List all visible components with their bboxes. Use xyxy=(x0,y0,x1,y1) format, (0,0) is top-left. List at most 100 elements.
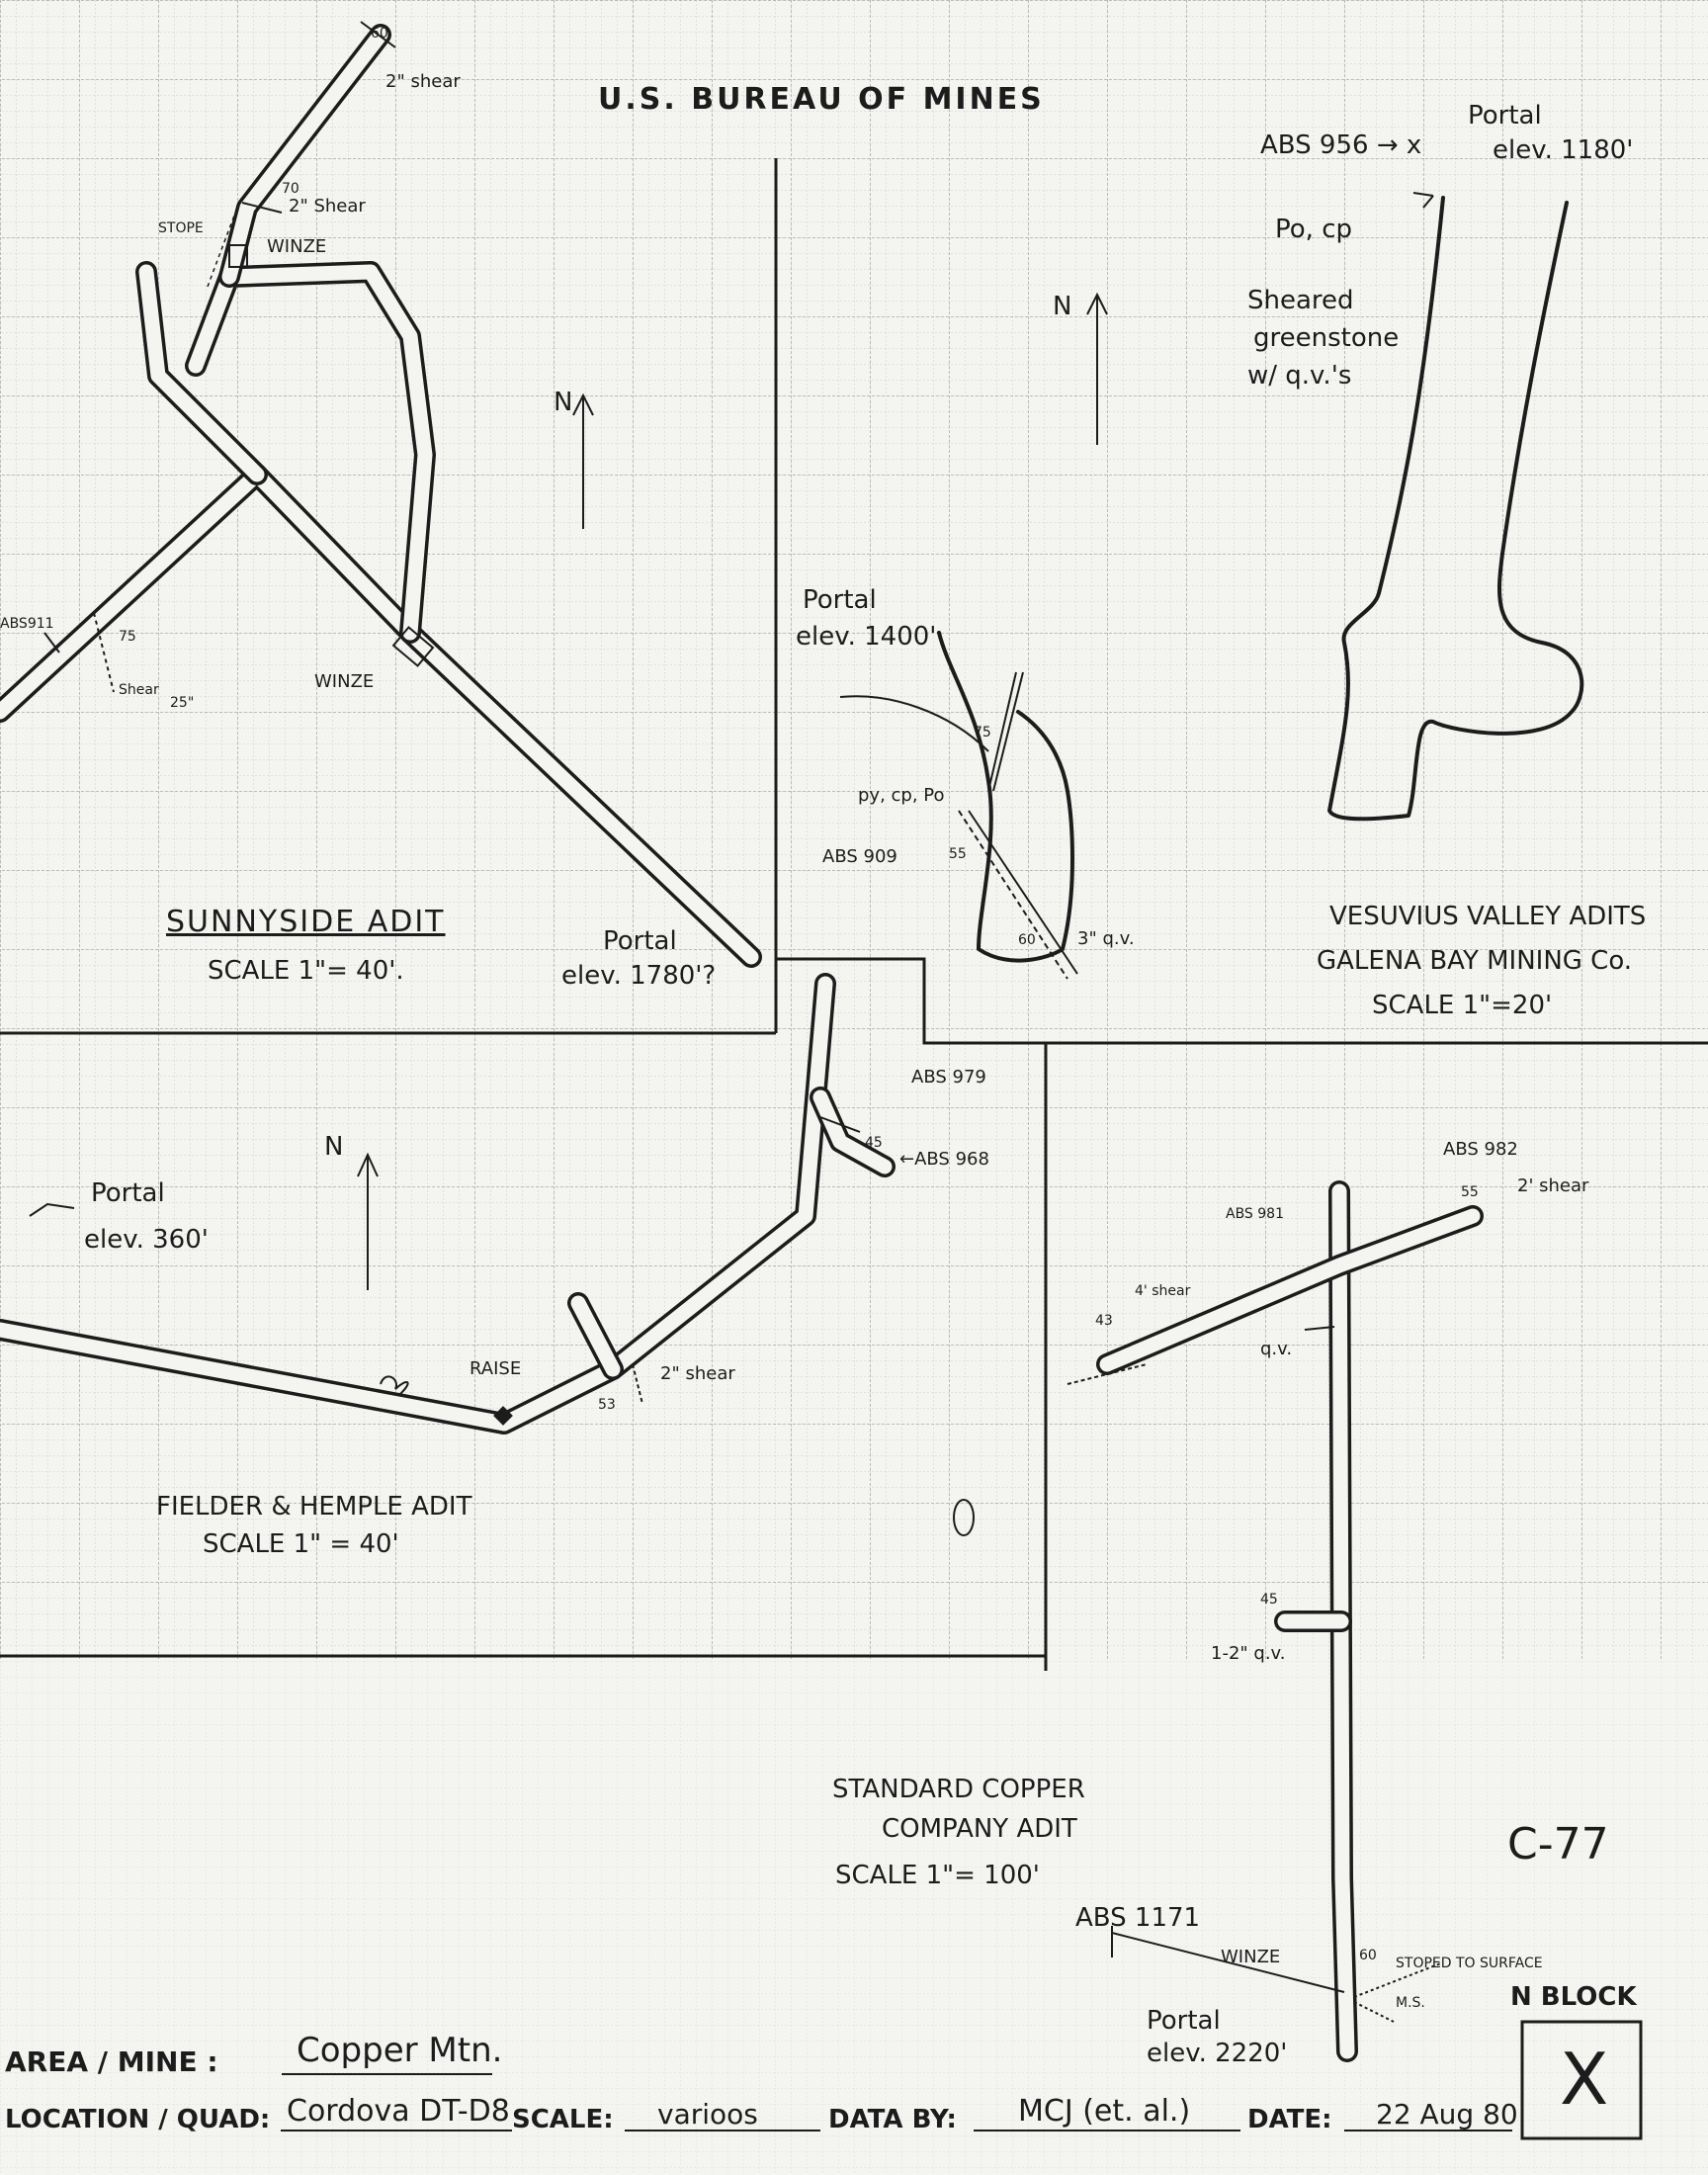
portal-label: Portal xyxy=(91,1178,165,1208)
abs-label: ABS 982 xyxy=(1443,1139,1518,1160)
portal-elevation: elev. 1180' xyxy=(1493,135,1633,165)
vesuvius-valley-map: N Portal elev. 1180' ABS 956 → x Po, cp … xyxy=(796,101,1646,1020)
dip-label: 53 xyxy=(598,1397,616,1413)
stope-line xyxy=(207,207,238,288)
vein-line xyxy=(958,810,1068,980)
scale-value: varioos xyxy=(657,2098,758,2131)
shear-label: 4' shear xyxy=(1135,1283,1191,1299)
north-label: N xyxy=(1053,292,1071,321)
portal-elevation: elev. 1780'? xyxy=(561,961,716,991)
tunnel-north-west-inner xyxy=(138,264,265,482)
shear-line xyxy=(93,612,115,693)
date-label: DATE: xyxy=(1247,2105,1332,2134)
map-scale: SCALE 1"= 100' xyxy=(835,1861,1040,1890)
heart-mark xyxy=(380,1375,409,1395)
vein-arrow xyxy=(1304,1326,1335,1331)
north-arrow-head xyxy=(357,1152,379,1177)
abs-marker xyxy=(819,1116,861,1133)
tunnel-stub-inner xyxy=(570,1295,621,1377)
ms-line xyxy=(1353,2001,1395,2023)
shear-label: 2" shear xyxy=(385,71,461,92)
tunnel-branch-b xyxy=(839,695,989,752)
ms-label: M.S. xyxy=(1396,1995,1425,2011)
north-arrow-head xyxy=(1086,292,1108,315)
area-value: Copper Mtn. xyxy=(297,2031,502,2070)
abs-label: ABS 956 → x xyxy=(1260,130,1421,160)
stoped-line xyxy=(1353,1961,1444,1998)
portal-label: Portal xyxy=(1468,101,1542,130)
tunnel-north-inner xyxy=(221,27,388,285)
abs-label: ABS911 xyxy=(0,616,54,632)
map-scale: SCALE 1"=20' xyxy=(1372,991,1552,1020)
data-by-value: MCJ (et. al.) xyxy=(1018,2094,1190,2129)
map-company: GALENA BAY MINING Co. xyxy=(1317,946,1632,976)
shear-tick xyxy=(360,21,396,48)
stray-mark xyxy=(953,1499,975,1536)
shear-label: 2' shear xyxy=(1517,1175,1589,1196)
winze-label: WINZE xyxy=(267,236,326,257)
portal-elevation: elev. 2220' xyxy=(1147,2039,1287,2068)
winze-label: WINZE xyxy=(1221,1947,1280,1967)
agency-header: U.S. BUREAU OF MINES xyxy=(598,82,1045,117)
dip-label: 60 xyxy=(1018,932,1036,948)
map-title: FIELDER & HEMPLE ADIT xyxy=(156,1492,472,1522)
map-title: VESUVIUS VALLEY ADITS xyxy=(1329,902,1646,931)
abs-label: ABS 909 xyxy=(822,846,897,867)
panel-borders xyxy=(0,158,1708,1671)
map-scale: SCALE 1"= 40'. xyxy=(208,956,404,986)
portal-label: Portal xyxy=(603,926,677,956)
stoped-label: STOPED TO SURFACE xyxy=(1396,1956,1543,1971)
north-label: N xyxy=(554,388,572,417)
abs-label: ABS 979 xyxy=(911,1067,986,1088)
tunnel-cross-inner xyxy=(1099,1208,1481,1372)
tunnel-outline xyxy=(1327,196,1584,822)
shear-tick xyxy=(241,202,283,214)
portal-label: Portal xyxy=(803,585,877,615)
data-by-label: DATA BY: xyxy=(828,2105,957,2134)
vein-line xyxy=(992,671,1024,792)
vein-label: 1-2" q.v. xyxy=(1211,1643,1286,1664)
block-mark: X xyxy=(1560,2038,1608,2121)
tunnel-branch-inner xyxy=(812,1089,893,1174)
portal-elevation: elev. 1400' xyxy=(796,622,936,652)
stope-label: STOPE xyxy=(158,220,204,236)
border-line xyxy=(776,957,1708,1045)
raise-symbol xyxy=(493,1406,513,1426)
dip-label: 70 xyxy=(282,181,299,197)
shear-label: 2" Shear xyxy=(289,196,366,217)
dip-label: 55 xyxy=(949,846,967,862)
tunnel-main-inner xyxy=(0,467,759,965)
shear-label: 2" shear xyxy=(660,1363,735,1384)
map-scale: SCALE 1" = 40' xyxy=(203,1529,399,1559)
date-value: 22 Aug 80 xyxy=(1376,2098,1518,2131)
abs-label: ←ABS 968 xyxy=(899,1149,989,1170)
abs-label: ABS 1171 xyxy=(1075,1903,1200,1933)
sunnyside-adit-map: N 60 2" shear 70 2" Shear STOPE WINZE WI… xyxy=(0,21,762,991)
geology-label: Sheared xyxy=(1247,286,1354,315)
dip-label: 45 xyxy=(865,1135,883,1151)
winze-label: WINZE xyxy=(314,671,374,692)
section-line xyxy=(1111,1932,1345,1993)
area-label: AREA / MINE : xyxy=(5,2045,218,2078)
map-title: SUNNYSIDE ADIT xyxy=(166,905,446,939)
geology-label: greenstone xyxy=(1253,323,1399,353)
north-arrow-head xyxy=(572,392,594,416)
vein-label: 3" q.v. xyxy=(1077,928,1135,949)
abs-label: ABS 981 xyxy=(1226,1206,1284,1222)
dip-label: 45 xyxy=(1260,1592,1278,1608)
dip-label: 75 xyxy=(974,725,991,740)
map-title-2: COMPANY ADIT xyxy=(882,1814,1077,1844)
portal-mark xyxy=(29,1202,75,1217)
dim-label: 25" xyxy=(170,695,194,711)
portal-mark xyxy=(1412,192,1434,209)
portal-label: Portal xyxy=(1147,2006,1221,2036)
winze-symbol-top xyxy=(228,244,248,268)
tunnel-main-inner xyxy=(1331,1183,1355,2059)
winze-symbol xyxy=(391,626,435,667)
map-title: STANDARD COPPER xyxy=(832,1775,1085,1804)
geology-label: w/ q.v.'s xyxy=(1247,361,1351,391)
raise-label: RAISE xyxy=(470,1358,521,1379)
